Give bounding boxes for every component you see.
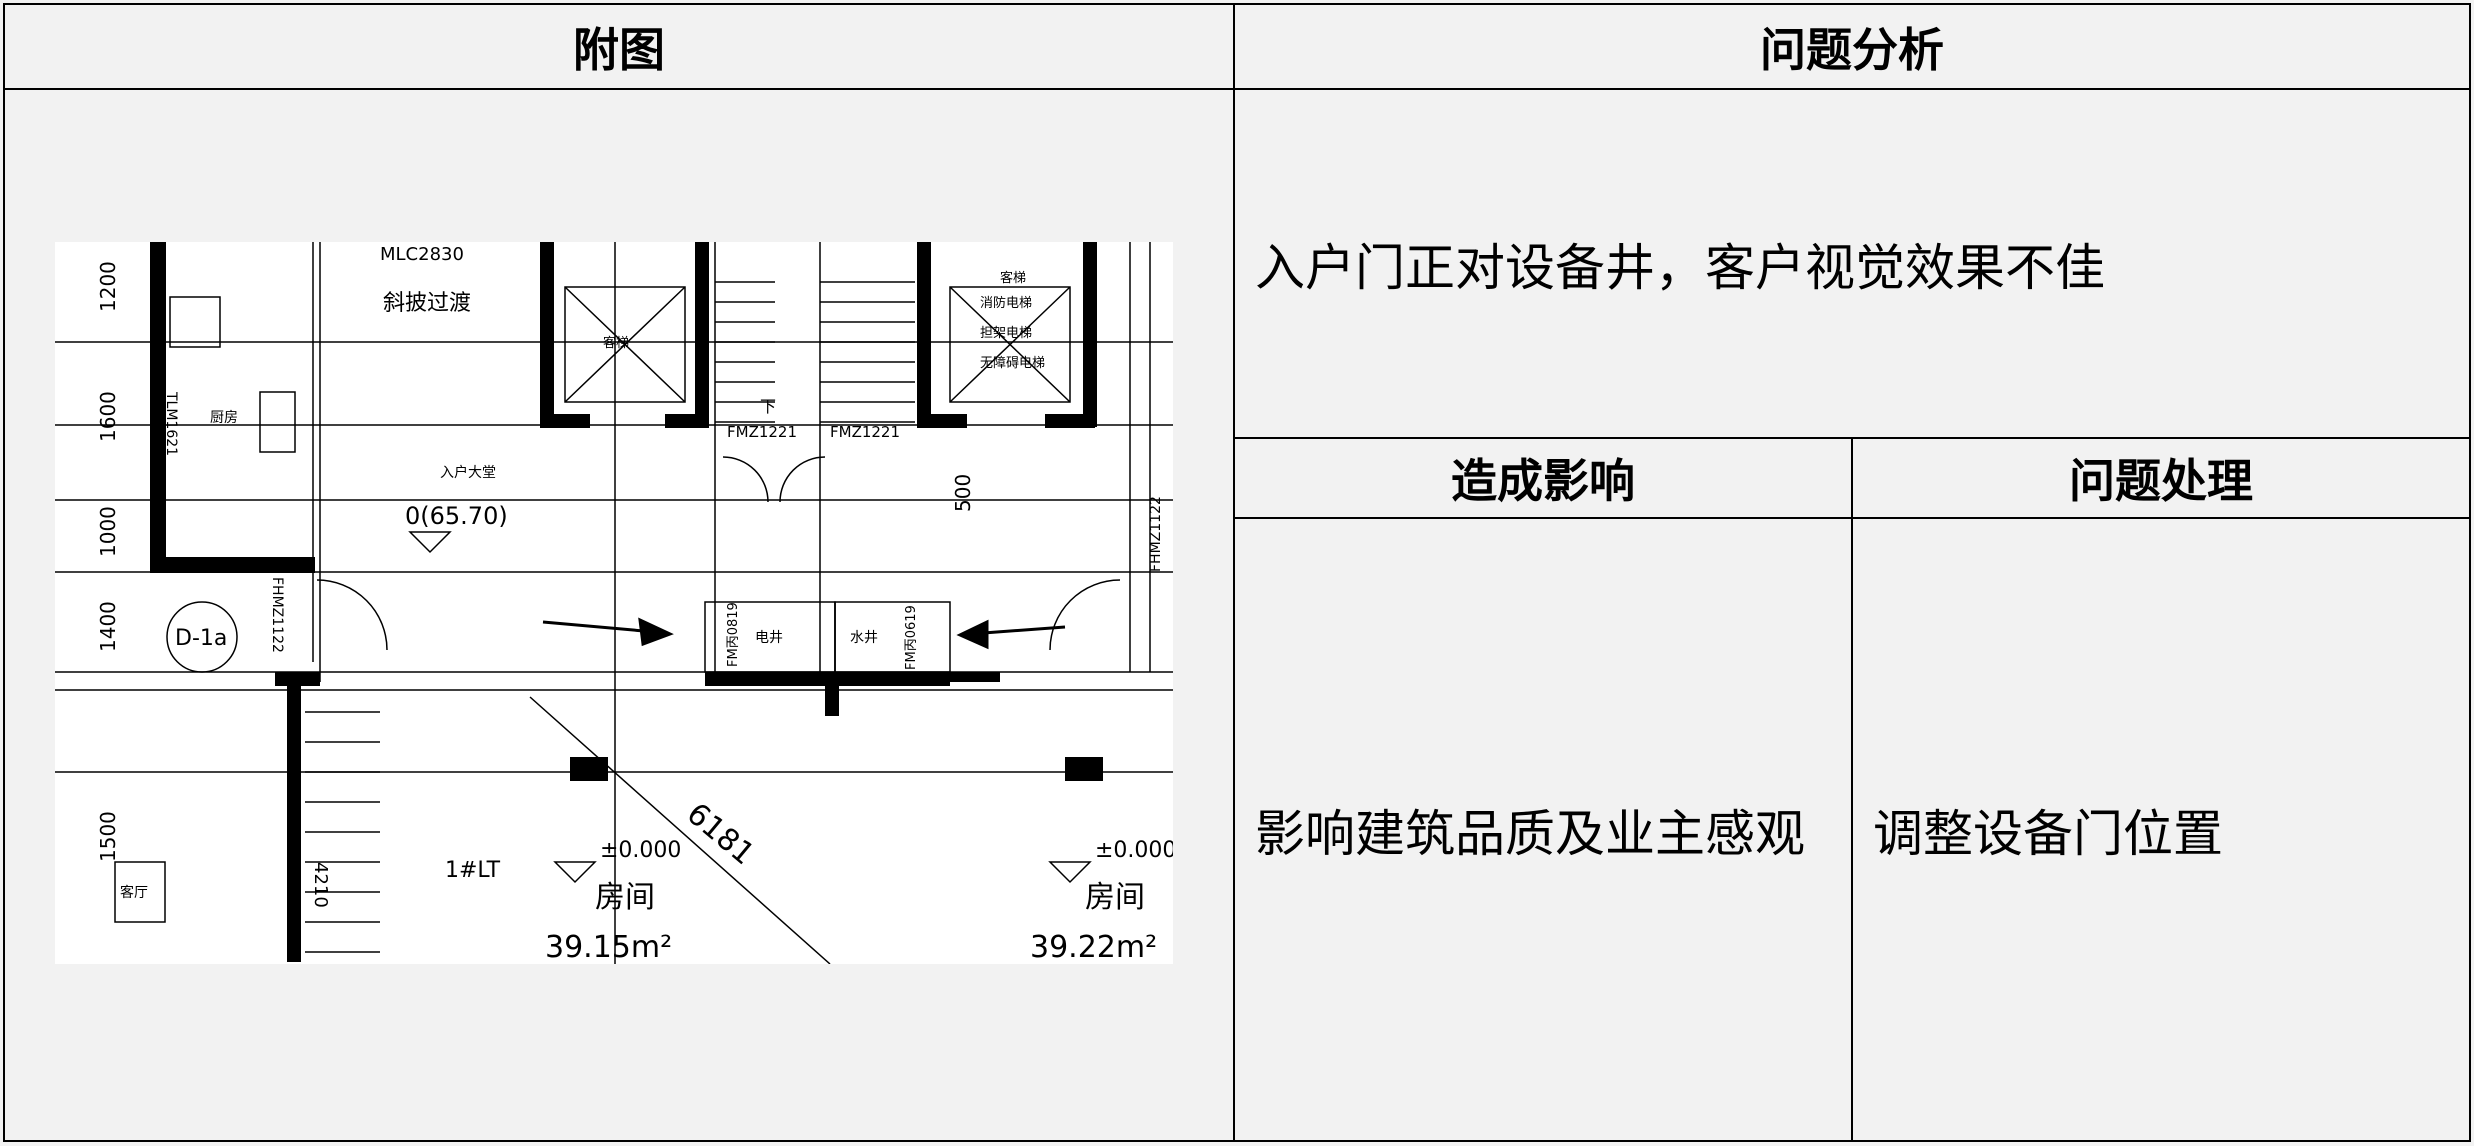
- plan-label-dim4210: 4210: [310, 862, 331, 908]
- plan-label-dim1400: 1400: [96, 601, 120, 652]
- plan-label-fm2: FMZ1221: [830, 423, 900, 441]
- plan-label-fhm-left: FHMZ1122: [269, 577, 285, 653]
- plan-label-dim1500: 1500: [96, 811, 120, 862]
- plan-label-elevator1: 客梯: [603, 335, 629, 351]
- floor-plan-svg: MLC2830 斜披过渡 入户大堂 0(65.70) 厨房 TLM1621 D-…: [55, 242, 1173, 964]
- plan-label-dim1000: 1000: [96, 506, 120, 557]
- plan-label-elevator2-b: 消防电梯: [980, 295, 1032, 311]
- header-analysis-label: 问题分析: [1760, 22, 1944, 77]
- header-analysis: 问题分析: [1233, 3, 2471, 90]
- plan-label-ramp: 斜披过渡: [383, 291, 471, 316]
- handling-text: 调整设备门位置: [1873, 804, 2223, 863]
- analysis-text: 入户门正对设备井，客户视觉效果不佳: [1255, 238, 2105, 297]
- plan-label-area2: 39.22m²: [1030, 930, 1157, 964]
- plan-label-guest: 客厅: [120, 884, 148, 901]
- plan-label-fm-right: FM丙0619: [904, 605, 919, 670]
- header-impact-label: 造成影响: [1451, 454, 1635, 508]
- plan-label-level2: ±0.000: [1095, 838, 1173, 863]
- analysis-cell: 入户门正对设备井，客户视觉效果不佳: [1233, 88, 2471, 439]
- plan-label-unit: D-1a: [175, 626, 227, 651]
- plan-label-lt: 1#LT: [445, 858, 501, 883]
- plan-label-fm1: FMZ1221: [727, 423, 797, 441]
- plan-label-dim500: 500: [951, 474, 975, 512]
- header-handling-label: 问题处理: [2069, 454, 2253, 508]
- plan-label-room1: 房间: [595, 880, 655, 915]
- plan-label-elevator2-d: 无障碍电梯: [980, 356, 1045, 371]
- plan-label-lobby: 入户大堂: [440, 464, 496, 481]
- plan-label-elev: 0(65.70): [405, 502, 508, 530]
- header-impact: 造成影响: [1233, 437, 1853, 519]
- plan-label-elec-shaft: 电井: [755, 630, 783, 646]
- plan-label-dim1200: 1200: [96, 261, 120, 312]
- plan-label-kitchen: 厨房: [210, 410, 238, 426]
- impact-text: 影响建筑品质及业主感观: [1255, 804, 1805, 863]
- plan-label-area1: 39.15m²: [545, 930, 672, 964]
- plan-label-dim1600: 1600: [96, 391, 120, 442]
- handling-cell: 调整设备门位置: [1851, 517, 2471, 1142]
- plan-label-dim6181: 6181: [680, 796, 761, 872]
- plan-label-water-shaft: 水井: [850, 630, 878, 646]
- plan-label-fhm-right: FHMZ1122: [1148, 496, 1164, 572]
- plan-label-elevator2-c: 担架电梯: [980, 326, 1032, 341]
- header-figure-label: 附图: [573, 22, 665, 77]
- plan-label-fm-left: FM丙0819: [726, 602, 741, 667]
- impact-cell: 影响建筑品质及业主感观: [1233, 517, 1853, 1142]
- plan-label-down: 下: [760, 397, 776, 416]
- plan-label-elevator2-a: 客梯: [1000, 270, 1026, 286]
- header-handling: 问题处理: [1851, 437, 2471, 519]
- plan-label-tlm: TLM1621: [163, 391, 179, 456]
- plan-label-level1: ±0.000: [600, 838, 681, 863]
- floor-plan-drawing: MLC2830 斜披过渡 入户大堂 0(65.70) 厨房 TLM1621 D-…: [55, 242, 1173, 964]
- header-figure: 附图: [3, 3, 1235, 90]
- plan-label-room2: 房间: [1085, 880, 1145, 915]
- plan-label-mlc: MLC2830: [380, 244, 464, 265]
